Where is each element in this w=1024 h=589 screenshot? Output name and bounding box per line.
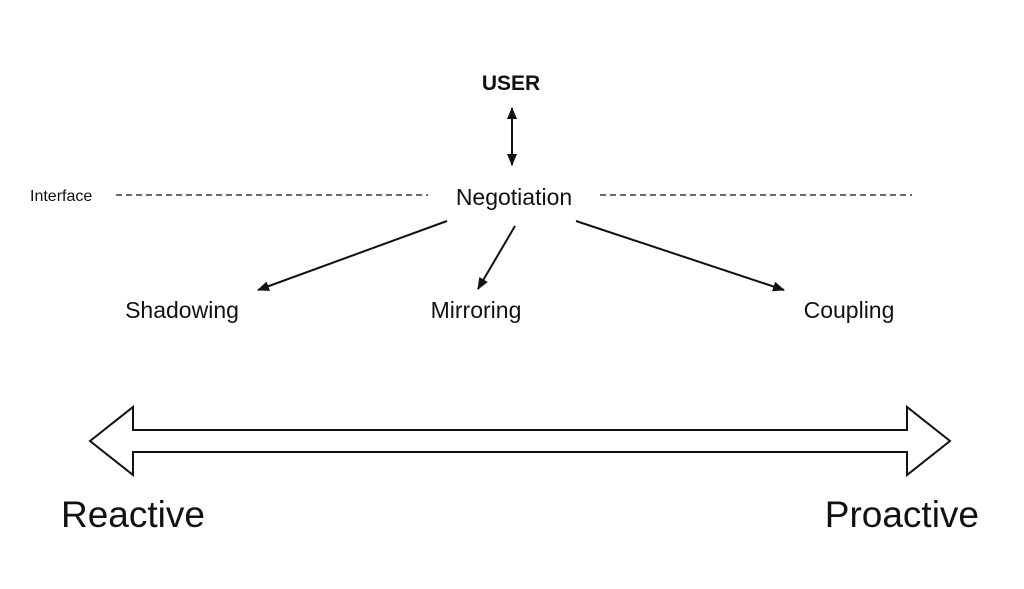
coupling-node-label: Coupling [804,297,895,323]
arrow-to-mirroring [477,225,516,290]
interface-label: Interface [30,188,92,205]
reactive-proactive-scale-arrow [88,404,952,478]
shadowing-node-label: Shadowing [125,297,239,323]
proactive-label: Proactive [825,494,979,535]
mirroring-node-label: Mirroring [431,297,522,323]
arrow-to-shadowing [257,220,448,291]
user-node-label: USER [482,72,540,95]
arrow-to-coupling [575,220,785,292]
negotiation-node-label: Negotiation [456,184,572,210]
reactive-label: Reactive [61,494,205,535]
